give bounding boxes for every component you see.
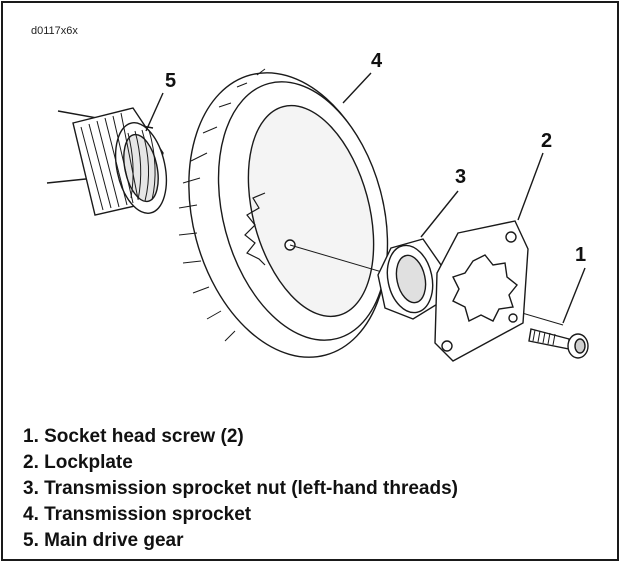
legend-item: 1. Socket head screw (2) (23, 426, 244, 447)
leader-line-3 (420, 190, 459, 238)
legend-item: 3. Transmission sprocket nut (left-hand … (23, 478, 458, 499)
exploded-view-diagram: 1 2 3 4 5 (46, 50, 589, 362)
callout-1: 1 (575, 244, 586, 266)
main-drive-gear (46, 107, 168, 216)
transmission-sprocket (178, 68, 389, 358)
legend-item: 4. Transmission sprocket (23, 504, 252, 525)
parts-legend: 1. Socket head screw (2) 2. Lockplate 3.… (23, 424, 458, 554)
callout-3: 3 (455, 166, 466, 188)
lockplate (434, 220, 529, 362)
leader-line-5 (145, 92, 164, 132)
callout-4: 4 (371, 50, 383, 72)
sprocket-nut (377, 238, 442, 320)
callout-5: 5 (165, 70, 176, 92)
leader-line-4 (342, 72, 372, 104)
legend-item: 2. Lockplate (23, 452, 133, 473)
figure-id: d0117x6x (31, 25, 78, 37)
callout-2: 2 (541, 130, 552, 152)
socket-head-screw (528, 328, 589, 359)
legend-item: 5. Main drive gear (23, 530, 184, 551)
leader-line-2 (517, 152, 544, 221)
leader-line-1 (562, 267, 586, 324)
